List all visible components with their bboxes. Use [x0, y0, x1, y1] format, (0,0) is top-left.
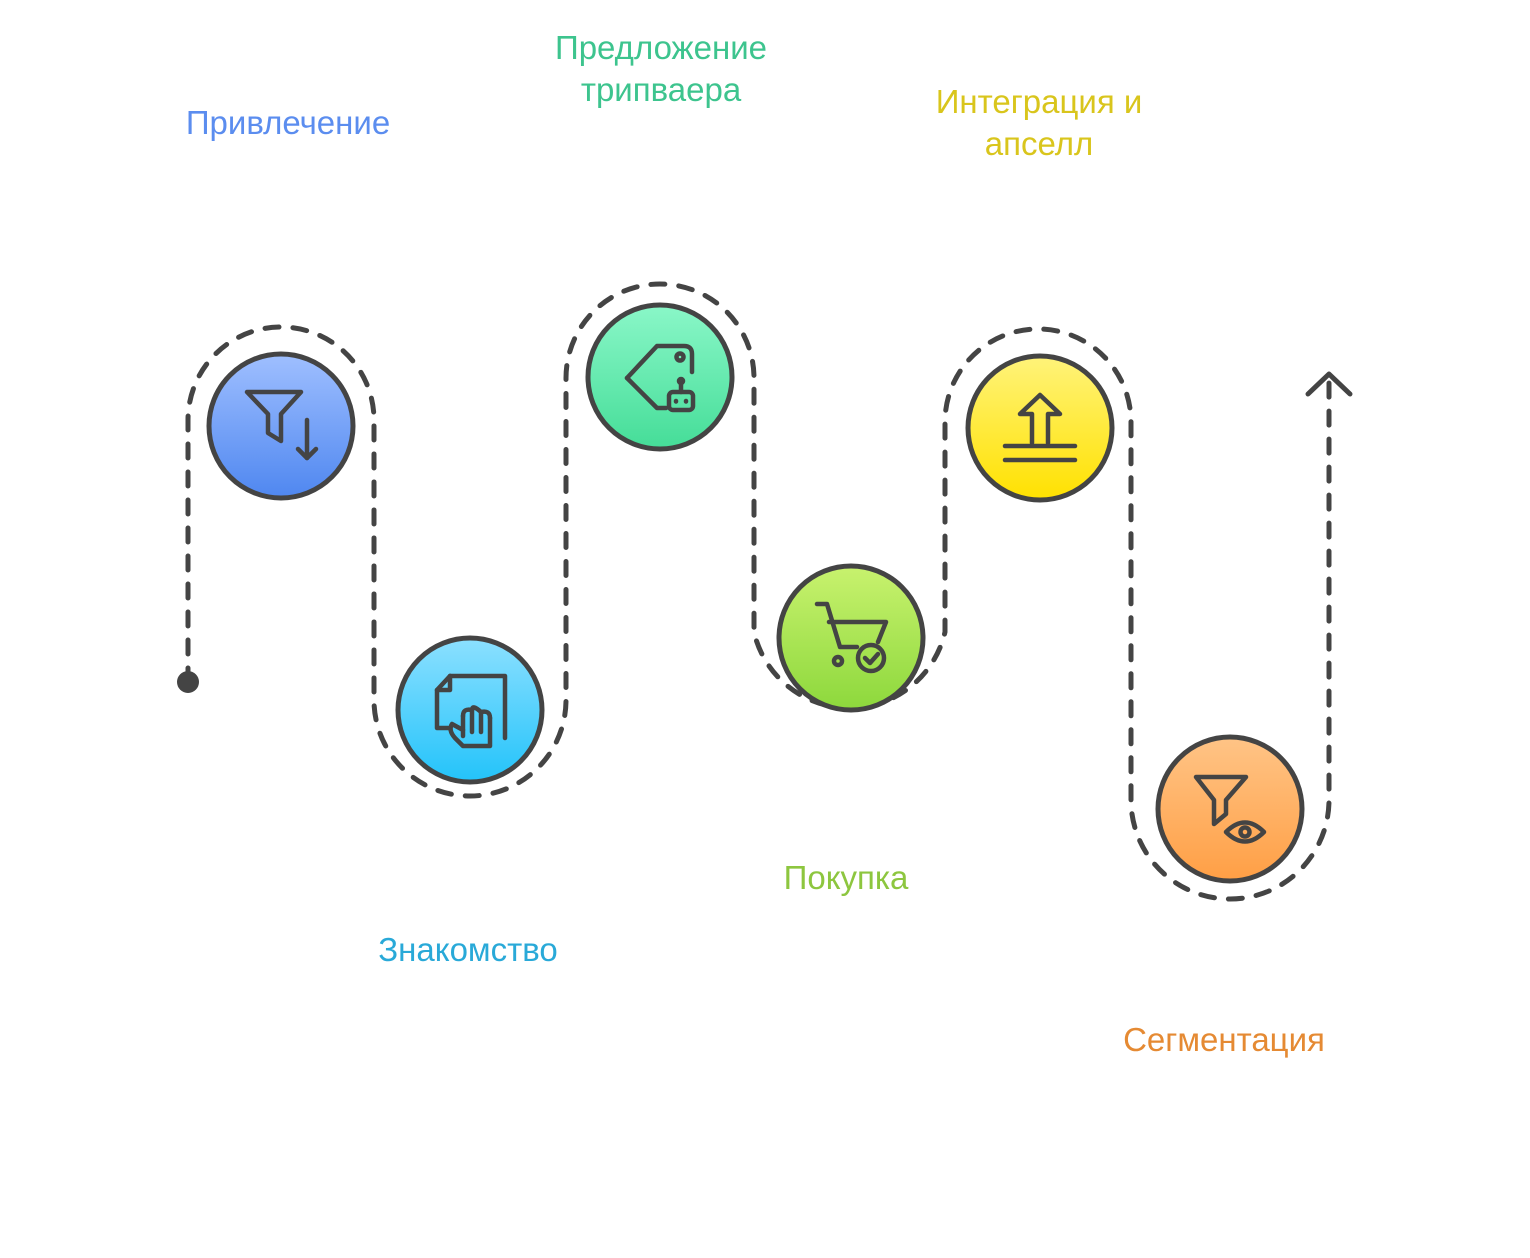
step-node-5: [965, 353, 1115, 503]
step-node-6: [1155, 734, 1305, 884]
dashed-path: [185, 281, 1332, 902]
step-label-3: Предложение трипваера: [511, 27, 811, 111]
end-arrow-icon: [1305, 371, 1353, 397]
step-label-text-2: Знакомство: [378, 931, 558, 968]
step-label-text-5: Интеграция и апселл: [935, 83, 1143, 162]
step-node-4: [776, 563, 926, 713]
step-label-4: Покупка: [784, 857, 909, 899]
step-label-6: Сегментация: [1123, 1019, 1325, 1061]
document-hand-icon: [434, 673, 508, 749]
step-label-text-1: Привлечение: [185, 104, 391, 141]
arrow-up-baseline-icon: [1002, 392, 1078, 463]
step-label-text-6: Сегментация: [1123, 1021, 1325, 1058]
funnel-down-icon: [244, 389, 319, 461]
step-label-text-4: Покупка: [783, 859, 909, 896]
step-label-5: Интеграция и апселл: [889, 81, 1189, 165]
step-label-2: Знакомство: [378, 929, 558, 971]
step-node-3: [585, 302, 735, 452]
step-label-text-3: Предложение трипваера: [554, 29, 767, 108]
step-label-1: Привлечение: [186, 102, 390, 144]
cart-check-icon: [814, 601, 889, 674]
price-tag-robot-icon: [624, 343, 696, 413]
step-node-1: [206, 351, 356, 501]
funnel-eye-icon: [1193, 774, 1267, 844]
step-node-2: [395, 635, 545, 785]
start-dot: [177, 671, 199, 693]
